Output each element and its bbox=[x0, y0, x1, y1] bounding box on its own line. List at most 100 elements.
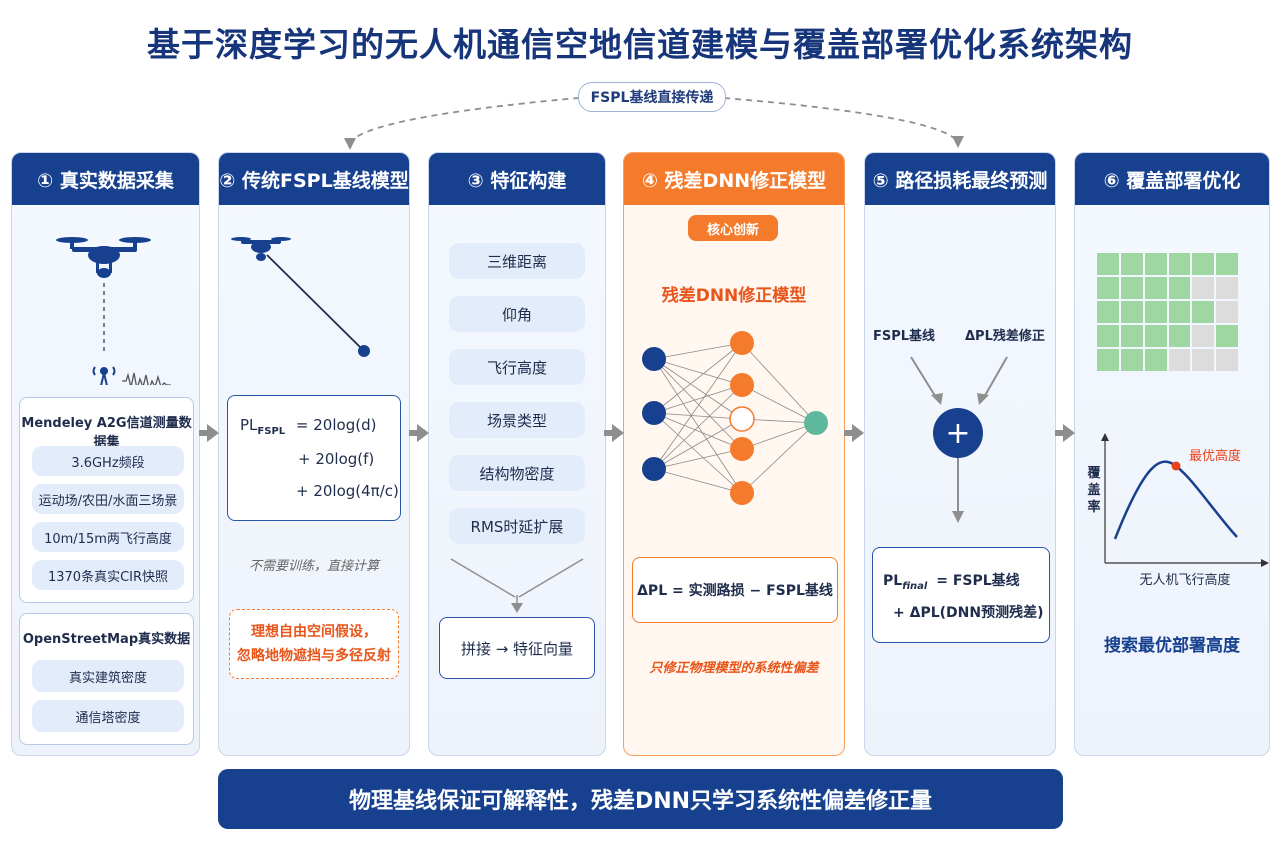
coverage-cell bbox=[1216, 349, 1238, 371]
input-node bbox=[642, 347, 666, 371]
coverage-cell bbox=[1216, 277, 1238, 299]
hidden-node bbox=[730, 437, 754, 461]
dataset2-title: OpenStreetMap真实数据 bbox=[22, 632, 191, 647]
formula-lhs: PL bbox=[240, 416, 258, 434]
column-fspl-baseline: ② 传统FSPL基线模型 PLFSPL = 20log(d) + 20log(f… bbox=[218, 152, 410, 756]
final-line1: = FSPL基线 bbox=[936, 573, 1020, 589]
optimal-height-label: 最优高度 bbox=[1189, 449, 1242, 464]
column-residual-dnn: ④ 残差DNN修正模型 核心创新 残差DNN修正模型 ΔPL = 实测路损 − … bbox=[623, 152, 845, 756]
column-coverage-optimization: ⑥ 覆盖部署优化 最优高度 覆 盖 率 无人机飞行高度 搜索最优部署高度 bbox=[1074, 152, 1270, 756]
merge-arrow bbox=[450, 558, 584, 613]
coverage-cell bbox=[1168, 349, 1191, 371]
coverage-cell bbox=[1192, 277, 1215, 299]
page-title: 基于深度学习的无人机通信空地信道建模与覆盖部署优化系统架构 bbox=[147, 25, 1133, 64]
coverage-cell bbox=[1216, 301, 1238, 323]
feature-item: 场景类型 bbox=[449, 402, 585, 438]
hidden-node bbox=[730, 331, 754, 355]
formula-line3: + 20log(4π/c) bbox=[296, 482, 399, 500]
dataset1-item: 1370条真实CIR快照 bbox=[32, 560, 184, 590]
coverage-cell bbox=[1120, 349, 1143, 371]
coverage-cell bbox=[1192, 349, 1215, 371]
coverage-cell bbox=[1097, 277, 1119, 299]
feature-item: 结构物密度 bbox=[449, 455, 585, 491]
input-node bbox=[642, 457, 666, 481]
coverage-cell bbox=[1120, 325, 1143, 347]
hidden-node bbox=[730, 373, 754, 397]
coverage-cell bbox=[1097, 301, 1119, 323]
summary-banner: 物理基线保证可解释性，残差DNN只学习系统性偏差修正量 bbox=[218, 769, 1063, 829]
tower-icon bbox=[92, 366, 116, 385]
formula-line1: = 20log(d) bbox=[295, 416, 377, 434]
final-formula-card: PLfinal = FSPL基线 + ΔPL(DNN预测残差) bbox=[872, 547, 1050, 643]
systematic-bias-note: 只修正物理模型的系统性偏差 bbox=[649, 661, 819, 676]
plus-node bbox=[933, 408, 983, 458]
coverage-cell bbox=[1144, 349, 1167, 371]
coverage-cell bbox=[1144, 325, 1167, 347]
dataset2-item: 通信塔密度 bbox=[32, 700, 184, 732]
dnn-subtitle: 残差DNN修正模型 bbox=[661, 286, 807, 306]
dataset1-item: 10m/15m两飞行高度 bbox=[32, 522, 184, 552]
coverage-cell bbox=[1144, 253, 1167, 275]
coverage-cell bbox=[1120, 301, 1143, 323]
coverage-cell bbox=[1168, 301, 1191, 323]
flow-arrow bbox=[844, 424, 864, 442]
assumption-box: 理想自由空间假设， 忽略地物遮挡与多径反射 bbox=[229, 609, 399, 679]
sum-diagram bbox=[910, 356, 1008, 523]
dataset1-item: 运动场/农田/水面三场景 bbox=[32, 484, 184, 514]
fspl-direct-connector bbox=[344, 97, 964, 150]
column-header-3: ③ 特征构建 bbox=[429, 153, 605, 205]
final-sub: final bbox=[902, 580, 928, 592]
flow-arrow bbox=[409, 424, 429, 442]
feature-item: RMS时延扩展 bbox=[449, 508, 585, 544]
coverage-cell bbox=[1168, 325, 1191, 347]
output-node bbox=[804, 411, 828, 435]
dataset2-item: 真实建筑密度 bbox=[32, 660, 184, 692]
dataset1-item: 3.6GHz频段 bbox=[32, 446, 184, 476]
fspl-direct-label: FSPL基线直接传递 bbox=[578, 82, 726, 112]
search-optimal-text: 搜索最优部署高度 bbox=[1104, 636, 1240, 656]
coverage-cell bbox=[1168, 253, 1191, 275]
coverage-cell bbox=[1216, 253, 1238, 275]
flow-arrow bbox=[1055, 424, 1075, 442]
coverage-curve-chart bbox=[1101, 433, 1269, 567]
fspl-formula-card: PLFSPL = 20log(d) + 20log(f) + 20log(4π/… bbox=[227, 395, 401, 521]
feature-item: 飞行高度 bbox=[449, 349, 585, 385]
y-axis-label: 覆 盖 率 bbox=[1087, 466, 1101, 515]
coverage-cell bbox=[1097, 349, 1119, 371]
coverage-curve bbox=[1113, 460, 1238, 540]
coverage-cell bbox=[1097, 325, 1119, 347]
signal-wave-icon bbox=[122, 372, 171, 385]
dataset1-title: Mendeley A2G信道测量数据集 bbox=[21, 416, 192, 450]
column-header-4: ④ 残差DNN修正模型 bbox=[624, 153, 844, 205]
coverage-cell bbox=[1120, 253, 1143, 275]
coverage-cell bbox=[1168, 277, 1191, 299]
neural-network-diagram bbox=[642, 331, 828, 505]
column-feature-construction: ③ 特征构建 三维距离 仰角 飞行高度 场景类型 结构物密度 RMS时延扩展 拼… bbox=[428, 152, 606, 756]
coverage-cell bbox=[1144, 301, 1167, 323]
coverage-cell bbox=[1120, 277, 1143, 299]
coverage-cell bbox=[1216, 325, 1238, 347]
mendeley-dataset-card: Mendeley A2G信道测量数据集 3.6GHz频段 运动场/农田/水面三场… bbox=[19, 397, 194, 603]
feature-vector-box: 拼接 → 特征向量 bbox=[439, 617, 595, 679]
column-header-2: ② 传统FSPL基线模型 bbox=[219, 153, 409, 205]
input-node bbox=[642, 401, 666, 425]
residual-formula-box: ΔPL = 实测路损 − FSPL基线 bbox=[632, 557, 838, 623]
coverage-cell bbox=[1097, 253, 1119, 275]
assumption-line2: 忽略地物遮挡与多径反射 bbox=[237, 648, 391, 664]
flow-arrow bbox=[199, 424, 219, 442]
ground-point-icon bbox=[358, 345, 370, 357]
feature-item: 三维距离 bbox=[449, 243, 585, 279]
column-header-5: ⑤ 路径损耗最终预测 bbox=[865, 153, 1055, 205]
coverage-cell bbox=[1192, 253, 1215, 275]
plus-icon: + bbox=[945, 416, 971, 451]
assumption-line1: 理想自由空间假设， bbox=[251, 624, 377, 640]
drone-icon bbox=[231, 237, 291, 261]
dropout-node bbox=[729, 406, 755, 432]
final-lhs: PL bbox=[883, 573, 903, 589]
feature-item: 仰角 bbox=[449, 296, 585, 332]
x-axis-label: 无人机飞行高度 bbox=[1139, 573, 1231, 588]
core-innovation-badge: 核心创新 bbox=[688, 215, 778, 241]
column-header-6: ⑥ 覆盖部署优化 bbox=[1075, 153, 1269, 205]
coverage-cell bbox=[1192, 325, 1215, 347]
osm-data-card: OpenStreetMap真实数据 真实建筑密度 通信塔密度 bbox=[19, 613, 194, 745]
